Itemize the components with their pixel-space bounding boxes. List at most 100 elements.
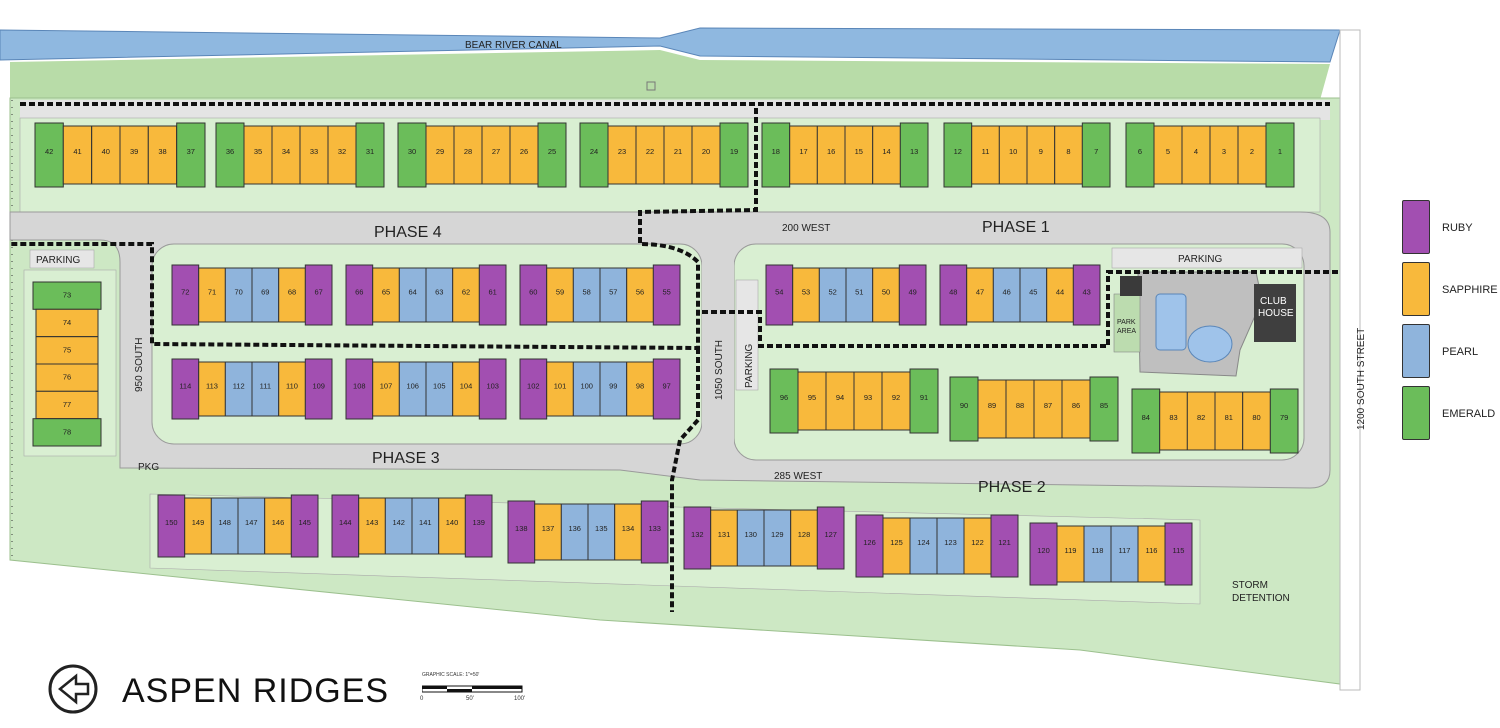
legend-swatch-emerald xyxy=(1402,386,1430,440)
canal-bank xyxy=(10,50,1330,100)
phase-3-label: PHASE 3 xyxy=(372,450,440,467)
unit-pearl xyxy=(736,509,765,567)
unit-sapphire xyxy=(35,363,99,392)
unit-sapphire xyxy=(278,267,306,323)
unit-number: 34 xyxy=(282,147,290,156)
unit-pearl xyxy=(936,517,965,575)
unit-number: 19 xyxy=(730,147,738,156)
unit-number: 75 xyxy=(63,345,71,354)
unit-ruby xyxy=(345,264,374,326)
unit-ruby xyxy=(898,264,927,326)
unit-number: 33 xyxy=(310,147,318,156)
unit-sapphire xyxy=(147,125,178,185)
legend-label-emerald: EMERALD xyxy=(1442,408,1496,420)
east-street xyxy=(1339,29,1361,691)
unit-number: 140 xyxy=(446,518,459,527)
unit-pearl xyxy=(909,517,938,575)
unit-number: 18 xyxy=(772,147,780,156)
unit-number: 121 xyxy=(998,538,1011,547)
unit-emerald xyxy=(215,122,245,188)
phase-4-label: PHASE 4 xyxy=(374,224,442,241)
unit-emerald xyxy=(943,122,973,188)
unit-pearl xyxy=(599,361,628,417)
unit-number: 13 xyxy=(910,147,918,156)
unit-emerald xyxy=(1269,388,1299,454)
unit-number: 54 xyxy=(775,287,783,296)
unit-number: 118 xyxy=(1092,546,1104,555)
unit-emerald xyxy=(176,122,206,188)
unit-number: 45 xyxy=(1029,287,1037,296)
unit-sapphire xyxy=(816,125,846,185)
unit-sapphire xyxy=(977,379,1007,439)
unit-sapphire xyxy=(452,361,480,417)
parking-east-area xyxy=(1111,247,1303,269)
unit-sapphire xyxy=(710,509,738,567)
unit-sapphire xyxy=(327,125,357,185)
unit-number: 29 xyxy=(436,147,444,156)
unit-ruby xyxy=(345,358,374,420)
unit-number: 103 xyxy=(486,381,499,390)
park-area-label-2: AREA xyxy=(1117,328,1136,335)
unit-number: 99 xyxy=(609,381,617,390)
unit-sapphire xyxy=(372,267,400,323)
unit-number: 87 xyxy=(1044,401,1052,410)
unit-number: 3 xyxy=(1222,147,1226,156)
unit-number: 72 xyxy=(181,287,189,296)
unit-number: 5 xyxy=(1166,147,1170,156)
unit-number: 81 xyxy=(1225,413,1233,422)
north-lane xyxy=(20,100,1330,120)
unit-number: 136 xyxy=(568,524,581,533)
unit-sapphire xyxy=(853,371,883,431)
unit-pearl xyxy=(384,497,413,555)
unit-sapphire xyxy=(35,308,99,338)
unit-sapphire xyxy=(438,497,466,555)
unit-number: 32 xyxy=(338,147,346,156)
unit-number: 84 xyxy=(1142,413,1150,422)
unit-pearl xyxy=(411,497,440,555)
unit-sapphire xyxy=(1242,391,1271,451)
unit-emerald xyxy=(1089,376,1119,442)
scale-tick-50: 50' xyxy=(466,696,474,702)
unit-number: 127 xyxy=(824,530,837,539)
unit-number: 137 xyxy=(542,524,555,533)
unit-number: 138 xyxy=(515,524,528,533)
unit-number: 24 xyxy=(590,147,598,156)
unit-sapphire xyxy=(797,371,827,431)
unit-number: 77 xyxy=(63,400,71,409)
unit-sapphire xyxy=(1181,125,1211,185)
unit-sapphire xyxy=(1026,125,1056,185)
unit-number: 106 xyxy=(406,381,419,390)
unit-sapphire xyxy=(1005,379,1035,439)
bank-structure xyxy=(646,81,656,91)
unit-pearl xyxy=(572,361,601,417)
unit-number: 59 xyxy=(556,287,564,296)
scale-bar xyxy=(422,685,523,693)
parking-west-label: PARKING xyxy=(36,255,80,266)
unit-number: 78 xyxy=(63,427,71,436)
legend-label-ruby: RUBY xyxy=(1442,222,1473,234)
unit-emerald xyxy=(397,122,427,188)
unit-pearl xyxy=(845,267,874,323)
unit-number: 112 xyxy=(233,381,245,390)
unit-number: 65 xyxy=(382,287,390,296)
unit-number: 39 xyxy=(130,147,138,156)
unit-number: 76 xyxy=(63,373,71,382)
park-area xyxy=(1113,293,1141,353)
unit-ruby xyxy=(816,506,845,570)
unit-sapphire xyxy=(481,125,511,185)
storm-label-1: STORM xyxy=(1232,580,1268,591)
unit-emerald xyxy=(537,122,567,188)
unit-number: 55 xyxy=(663,287,671,296)
unit-number: 135 xyxy=(595,524,608,533)
unit-ruby xyxy=(855,514,884,578)
unit-number: 44 xyxy=(1056,287,1064,296)
unit-number: 74 xyxy=(63,318,71,327)
